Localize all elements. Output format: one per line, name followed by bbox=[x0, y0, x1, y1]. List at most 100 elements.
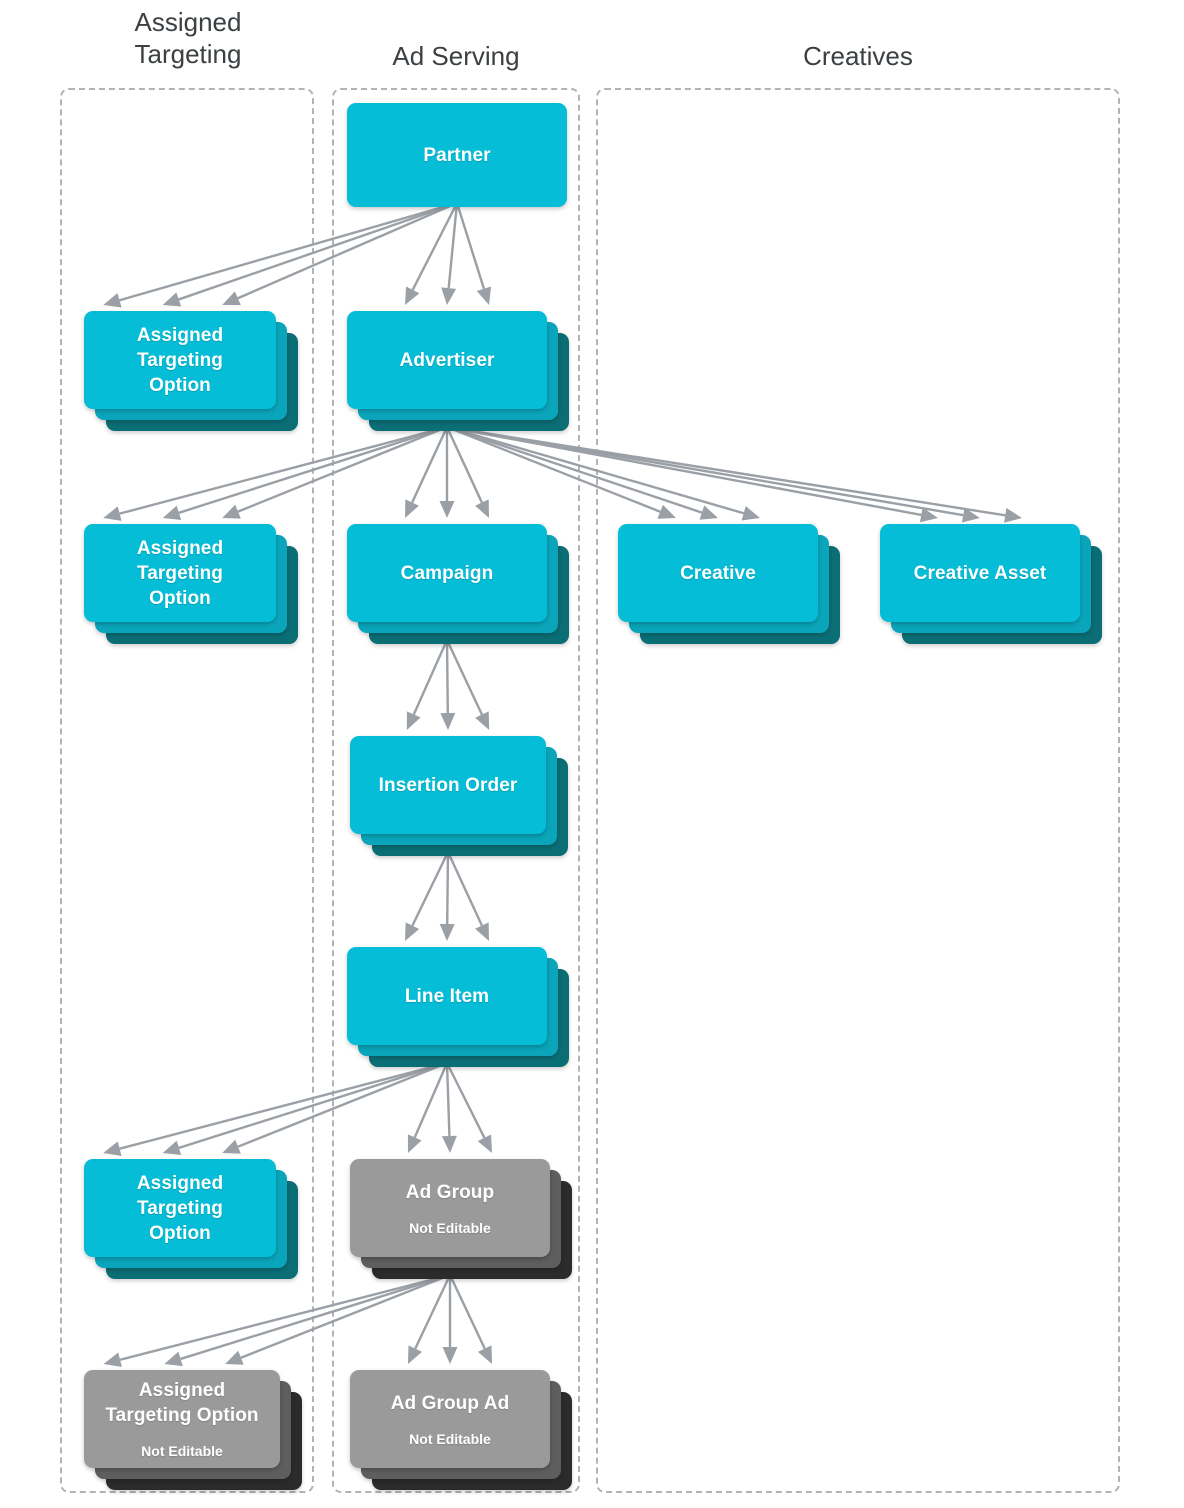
edge-arrowhead-advertiser-to-creative bbox=[657, 504, 676, 519]
edge-arrowhead-partner-to-ato-partner bbox=[222, 291, 241, 306]
entity-card-title: Creative bbox=[680, 562, 756, 584]
entity-card-ato-advertiser[interactable]: Assigned Targeting Option bbox=[84, 524, 298, 644]
entity-card-creative-asset[interactable]: Creative Asset bbox=[880, 524, 1102, 644]
group-label-creatives: Creatives bbox=[803, 41, 913, 71]
entity-card-title: Creative Asset bbox=[913, 562, 1047, 584]
edge-line-advertiser-to-creative bbox=[446, 425, 745, 515]
entity-card-title: Partner bbox=[423, 144, 491, 166]
edge-line-campaign-to-insertion-order bbox=[445, 639, 450, 714]
edge-arrowhead-advertiser-to-campaign bbox=[475, 499, 489, 518]
edge-arrowhead-advertiser-to-creative bbox=[699, 505, 718, 520]
entity-card-line-item[interactable]: Line Item bbox=[347, 947, 569, 1067]
entity-card-face: Campaign bbox=[347, 524, 547, 622]
entity-card-creative[interactable]: Creative bbox=[618, 524, 840, 644]
entity-card-face: Assigned Targeting Option bbox=[84, 524, 276, 622]
edge-arrowhead-campaign-to-insertion-order bbox=[440, 712, 456, 730]
edge-arrowhead-line-item-to-ad-group bbox=[441, 1135, 457, 1153]
edge-arrowhead-line-item-to-ato-line-item bbox=[162, 1140, 182, 1156]
edge-line-line-item-to-ad-group bbox=[413, 1062, 449, 1138]
entity-card-insertion-order[interactable]: Insertion Order bbox=[350, 736, 568, 856]
edge-line-advertiser-to-creative bbox=[446, 425, 703, 514]
entity-card-campaign[interactable]: Campaign bbox=[347, 524, 569, 644]
edge-line-partner-to-ato-partner bbox=[119, 201, 458, 302]
edge-arrowhead-partner-to-advertiser bbox=[441, 287, 457, 305]
edge-arrowhead-advertiser-to-creative-asset bbox=[1004, 507, 1022, 523]
edge-arrowhead-ad-group-to-ato-ad-group bbox=[225, 1350, 244, 1365]
edge-line-insertion-order-to-line-item bbox=[411, 851, 450, 927]
edge-arrowhead-line-item-to-ato-line-item bbox=[103, 1141, 122, 1156]
edge-arrowhead-ad-group-to-ad-group-ad bbox=[442, 1347, 458, 1364]
edge-line-line-item-to-ato-line-item bbox=[119, 1061, 448, 1150]
entity-card-face: Partner bbox=[347, 103, 567, 207]
edge-line-partner-to-ato-partner bbox=[237, 201, 458, 300]
edge-arrowhead-advertiser-to-ato-advertiser bbox=[103, 506, 122, 521]
entity-card-title: Campaign bbox=[400, 562, 494, 584]
edge-arrowhead-insertion-order-to-line-item bbox=[439, 923, 455, 941]
entity-card-title: Assigned Targeting Option bbox=[105, 1380, 259, 1426]
entity-card-ato-line-item[interactable]: Assigned Targeting Option bbox=[84, 1159, 298, 1279]
entity-card-ato-partner[interactable]: Assigned Targeting Option bbox=[84, 311, 298, 431]
edge-line-line-item-to-ad-group bbox=[445, 1062, 451, 1137]
edge-line-partner-to-advertiser bbox=[455, 202, 486, 290]
entity-card-advertiser[interactable]: Advertiser bbox=[347, 311, 569, 431]
edge-arrowhead-partner-to-advertiser bbox=[476, 286, 492, 305]
entity-card-ad-group-ad[interactable]: Ad Group Ad Not Editable bbox=[350, 1370, 572, 1490]
edge-arrowhead-ad-group-to-ad-group-ad bbox=[477, 1345, 492, 1364]
edge-arrowhead-insertion-order-to-line-item bbox=[475, 922, 489, 941]
entity-card-face: Creative Asset bbox=[880, 524, 1080, 622]
edge-line-ad-group-to-ato-ad-group bbox=[119, 1273, 451, 1361]
edge-line-line-item-to-ato-line-item bbox=[178, 1061, 448, 1150]
edge-arrowhead-advertiser-to-campaign bbox=[439, 501, 455, 518]
edge-line-ad-group-to-ad-group-ad bbox=[448, 1274, 486, 1350]
edge-line-ad-group-to-ato-ad-group bbox=[180, 1273, 451, 1361]
edge-line-campaign-to-insertion-order bbox=[412, 639, 449, 715]
entity-card-title: Ad Group bbox=[405, 1181, 495, 1203]
entity-card-face: Line Item bbox=[347, 947, 547, 1045]
entity-card-partner[interactable]: Partner bbox=[347, 103, 567, 207]
edge-arrowhead-line-item-to-ad-group bbox=[477, 1134, 492, 1153]
entity-card-face: Assigned Targeting Option bbox=[84, 311, 276, 409]
edge-arrowhead-insertion-order-to-line-item bbox=[405, 922, 420, 941]
edge-line-advertiser-to-campaign bbox=[411, 426, 449, 504]
edge-line-advertiser-to-campaign bbox=[445, 426, 483, 504]
edge-line-ad-group-to-ato-ad-group bbox=[240, 1273, 451, 1359]
entity-card-editability-note: Not Editable bbox=[141, 1443, 223, 1459]
edge-line-advertiser-to-creative-asset bbox=[446, 425, 1006, 517]
entity-card-editability-note: Not Editable bbox=[409, 1430, 491, 1447]
edge-line-ad-group-to-ad-group-ad bbox=[414, 1274, 452, 1350]
entity-card-title: Insertion Order bbox=[378, 774, 518, 796]
edge-arrowhead-ad-group-to-ad-group-ad bbox=[408, 1345, 423, 1364]
entity-card-face: Insertion Order bbox=[350, 736, 546, 834]
edge-arrowhead-partner-to-ato-partner bbox=[103, 293, 122, 308]
edge-arrowhead-line-item-to-ad-group bbox=[407, 1134, 422, 1153]
edge-arrowhead-advertiser-to-ato-advertiser bbox=[162, 505, 182, 520]
edge-arrowhead-advertiser-to-creative bbox=[741, 506, 760, 521]
group-container-assigned-targeting bbox=[60, 88, 314, 1493]
edge-line-advertiser-to-ato-advertiser bbox=[178, 425, 448, 514]
entity-card-title: Assigned Targeting Option bbox=[136, 324, 224, 396]
edge-line-insertion-order-to-line-item bbox=[446, 851, 483, 927]
group-container-creatives bbox=[596, 88, 1120, 1493]
edge-line-insertion-order-to-line-item bbox=[445, 851, 450, 925]
edge-line-advertiser-to-ato-advertiser bbox=[119, 425, 448, 515]
group-label-ad-serving: Ad Serving bbox=[392, 41, 520, 71]
edge-arrowhead-ad-group-to-ato-ad-group bbox=[103, 1352, 122, 1368]
edge-line-partner-to-advertiser bbox=[447, 202, 459, 289]
edge-arrowhead-line-item-to-ato-line-item bbox=[222, 1139, 241, 1154]
edge-line-advertiser-to-ato-advertiser bbox=[237, 425, 448, 513]
edge-arrowhead-advertiser-to-campaign bbox=[405, 499, 419, 518]
edge-arrowhead-campaign-to-insertion-order bbox=[406, 711, 421, 730]
edge-line-campaign-to-insertion-order bbox=[445, 639, 484, 716]
entity-card-title: Ad Group Ad bbox=[390, 1392, 510, 1414]
entity-card-face: Assigned Targeting Option bbox=[84, 1159, 276, 1257]
edge-line-line-item-to-ad-group bbox=[445, 1062, 486, 1139]
entity-card-editability-note: Not Editable bbox=[409, 1219, 491, 1236]
edge-arrowhead-advertiser-to-creative-asset bbox=[919, 507, 938, 523]
entity-card-title: Assigned Targeting Option bbox=[136, 1172, 224, 1244]
